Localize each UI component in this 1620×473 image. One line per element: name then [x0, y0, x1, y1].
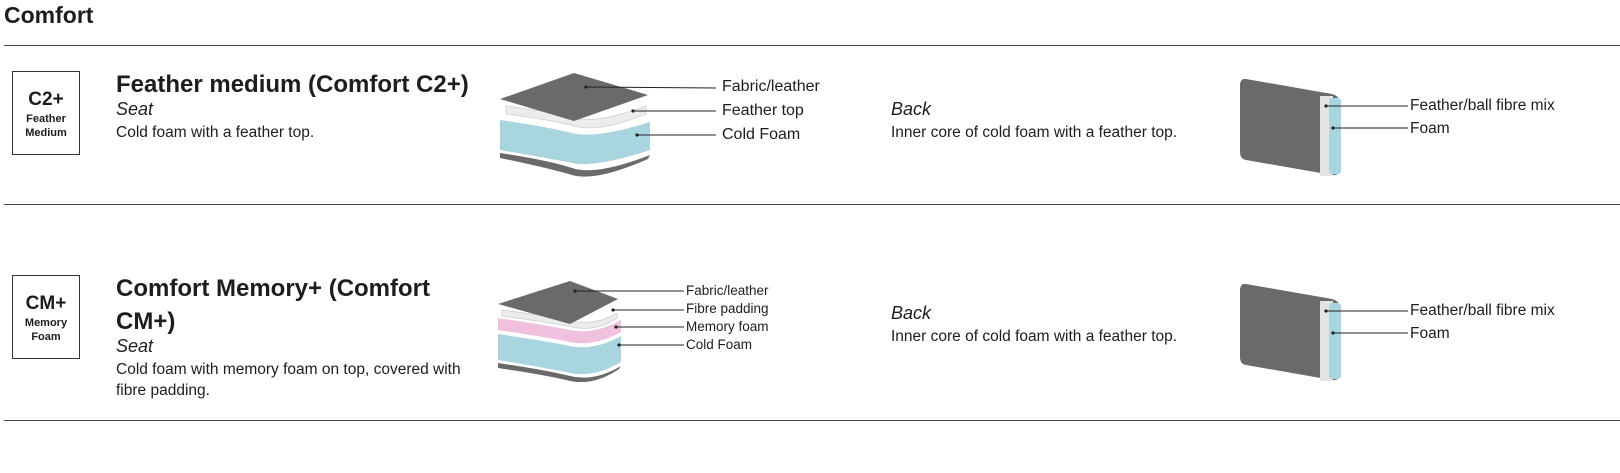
back-label: Back: [891, 99, 932, 119]
layer-label: Feather top: [722, 102, 804, 119]
back-cushion-diagram: [1240, 78, 1408, 176]
divider: [4, 45, 1620, 46]
back-description: Inner core of cold foam with a feather t…: [891, 124, 1178, 141]
product-name: Feather medium (Comfort C2+): [116, 71, 469, 98]
back-cushion-shell: [1240, 78, 1340, 176]
base-layer: [500, 153, 650, 177]
base-layer: [498, 363, 621, 382]
layer-label: Feather/ball fibre mix: [1410, 302, 1555, 319]
fabric-layer: [500, 73, 648, 121]
layer-label: Memory foam: [686, 319, 769, 334]
badge-sub: Memory: [24, 317, 68, 329]
back-cushion-shell: [1240, 283, 1340, 381]
layer-label: Fibre padding: [686, 301, 769, 316]
back-cushion-diagram: [1240, 283, 1408, 381]
foam-core: [1329, 303, 1341, 379]
badge-code: C2+: [28, 89, 64, 110]
seat-description: Cold foam with memory foam on top, cover…: [116, 361, 461, 399]
divider: [4, 420, 1620, 421]
cold-foam-layer: [498, 334, 621, 375]
seat-layers-diagram: [498, 281, 684, 382]
layer-label: Foam: [1410, 120, 1450, 137]
divider: [4, 204, 1620, 205]
badge-sub: Foam: [31, 331, 61, 343]
memory-foam-layer: [498, 318, 621, 344]
fabric-layer: [498, 281, 618, 324]
layer-label: Fabric/leather: [722, 78, 820, 95]
foam-core: [1329, 98, 1341, 174]
layer-label: Foam: [1410, 325, 1450, 342]
seat-description: Cold foam with a feather top.: [116, 124, 315, 141]
badge-code: CM+: [25, 293, 67, 314]
page-title: Comfort: [4, 2, 94, 28]
seat-label: Seat: [116, 99, 154, 119]
seat-label: Seat: [116, 336, 154, 356]
badge-sub: Feather: [26, 113, 66, 125]
comfort-badge: C2+ Feather Medium: [12, 71, 80, 155]
layer-label: Cold Foam: [686, 337, 753, 352]
layer-label: Cold Foam: [722, 126, 801, 143]
layer-label: Feather/ball fibre mix: [1410, 97, 1555, 114]
badge-sub: Medium: [25, 127, 67, 139]
back-label: Back: [891, 303, 932, 323]
back-description: Inner core of cold foam with a feather t…: [891, 328, 1178, 345]
product-name: Comfort Memory+ (Comfort CM+): [116, 275, 431, 335]
layer-label: Fabric/leather: [686, 283, 769, 298]
comfort-badge: CM+ Memory Foam: [12, 275, 80, 359]
cold-foam-layer: [500, 120, 650, 165]
seat-layers-diagram: [500, 73, 717, 177]
